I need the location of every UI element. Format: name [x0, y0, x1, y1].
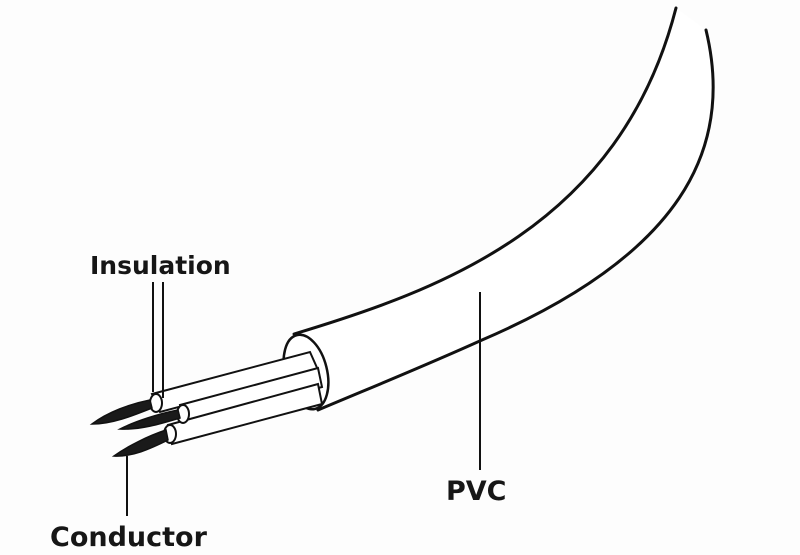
conductor-label: Conductor	[50, 522, 207, 553]
insulation-label: Insulation	[90, 251, 231, 280]
wire-end-upper	[149, 393, 163, 413]
pvc-jacket-body	[294, 8, 714, 410]
pvc-jacket	[282, 6, 715, 412]
conductor-strands-middle	[117, 409, 181, 430]
pvc-jacket-lower-edge	[316, 28, 715, 412]
pvc-label: PVC	[446, 476, 507, 507]
pvc-jacket-upper-edge	[292, 6, 678, 336]
conductor-strands-lower	[111, 429, 169, 457]
conductor-strands-upper	[89, 399, 153, 425]
conductors	[89, 399, 181, 457]
callout-lines	[126, 282, 481, 516]
insulated-wires	[149, 350, 324, 446]
